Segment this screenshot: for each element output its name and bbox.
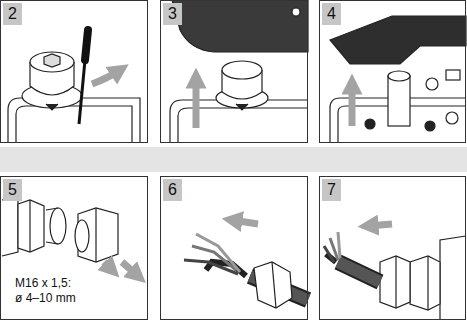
separator-band [0,147,467,172]
step-number: 4 [322,3,341,25]
step-4-drawing [330,16,466,143]
step-panel: 6 [160,176,308,320]
step-number: 5 [3,179,22,201]
step-panel: 5M16 x 1,5: ø 4–10 mm [0,176,148,320]
step-number: 7 [322,179,341,201]
step-6-drawing [184,220,308,308]
step-7-drawing [324,224,466,320]
step-5-drawing [2,196,138,276]
step-number: 3 [163,3,182,25]
step-panel: 2 [0,0,148,143]
step-number: 2 [3,3,22,25]
dimension-note: M16 x 1,5: ø 4–10 mm [13,275,80,307]
step-2-drawing [8,30,140,143]
step-panel: 7 [319,176,466,320]
step-panel: 3 [160,0,308,143]
step-number: 6 [163,179,182,201]
step-panel: 4 [319,0,466,143]
step-3-drawing [170,0,308,143]
